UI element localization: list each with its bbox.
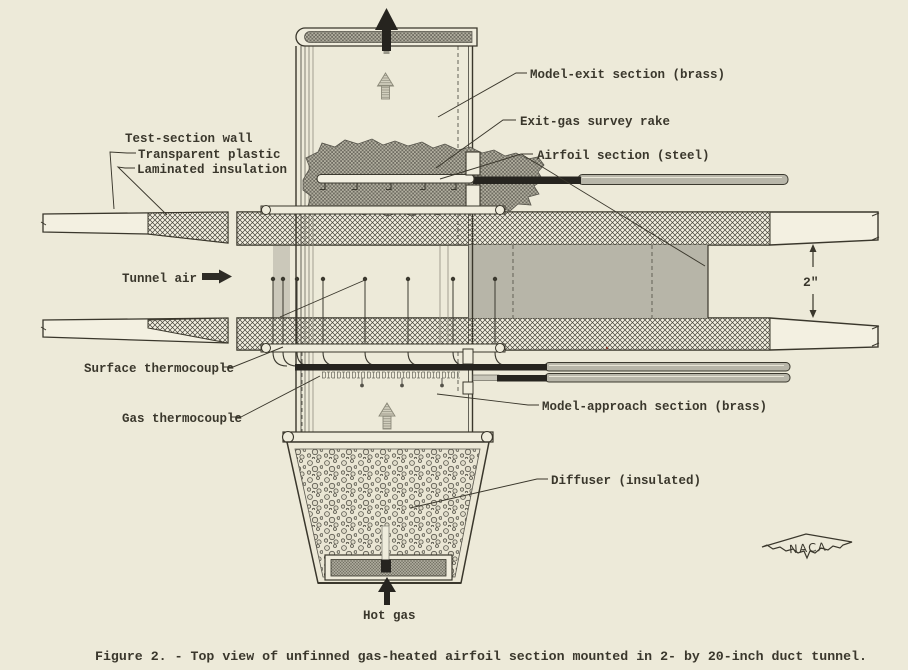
label-exit-gas-survey-rake: Exit-gas survey rake [520,115,670,129]
airfoil-section-planform [273,245,709,318]
wall-bottom-main [236,317,880,351]
gas-thermocouple-rake [322,371,460,388]
duct-gap-dimension: 2" [803,244,819,318]
label-test-section-wall: Test-section wall [125,132,253,146]
hot-gas-inlet-box [324,525,453,581]
exit-flow-arrow-icon [375,8,398,54]
label-model-approach-section: Model-approach section (brass) [542,400,767,414]
thermocouple-lead-rods [295,362,791,383]
test-section-walls [40,211,880,351]
label-laminated-insulation: Laminated insulation [137,163,287,177]
naca-logo: NACA [761,533,853,560]
model-approach-section [295,346,791,430]
model-mounting-bars [260,205,506,353]
label-tunnel-air: Tunnel air [122,272,197,286]
wall-top-main [236,211,880,246]
surface-thermocouple-wires [270,276,498,350]
label-surface-thermocouple: Surface thermocouple [84,362,234,376]
exit-flow-ghost-arrow-icon [376,72,395,100]
label-gas-thermocouple: Gas thermocouple [122,412,242,426]
labels: Test-section wall Transparent plastic La… [84,68,767,623]
tunnel-air-arrow-icon [202,269,232,284]
print-speck [605,346,609,350]
leader-lines [109,72,706,509]
label-transparent-plastic: Transparent plastic [138,148,281,162]
diffuser [281,430,494,584]
dimension-label: 2" [803,275,819,290]
survey-rake-probe-rod [473,174,789,185]
wall-bottom-left [40,317,229,344]
tube-flange-upper [465,151,481,209]
label-airfoil-section: Airfoil section (steel) [537,149,710,163]
wall-top-left [40,211,229,244]
model-exit-section [295,8,478,100]
figure-caption: Figure 2. - Top view of unfinned gas-hea… [95,649,867,664]
label-hot-gas: Hot gas [363,609,416,623]
label-diffuser: Diffuser (insulated) [551,474,701,488]
exit-gas-survey-rake [316,173,475,191]
naca-logo-text: NACA [789,540,828,557]
label-model-exit-section: Model-exit section (brass) [530,68,725,82]
hot-gas-arrow-icon [378,577,396,605]
approach-flow-ghost-arrow-icon [378,402,396,430]
